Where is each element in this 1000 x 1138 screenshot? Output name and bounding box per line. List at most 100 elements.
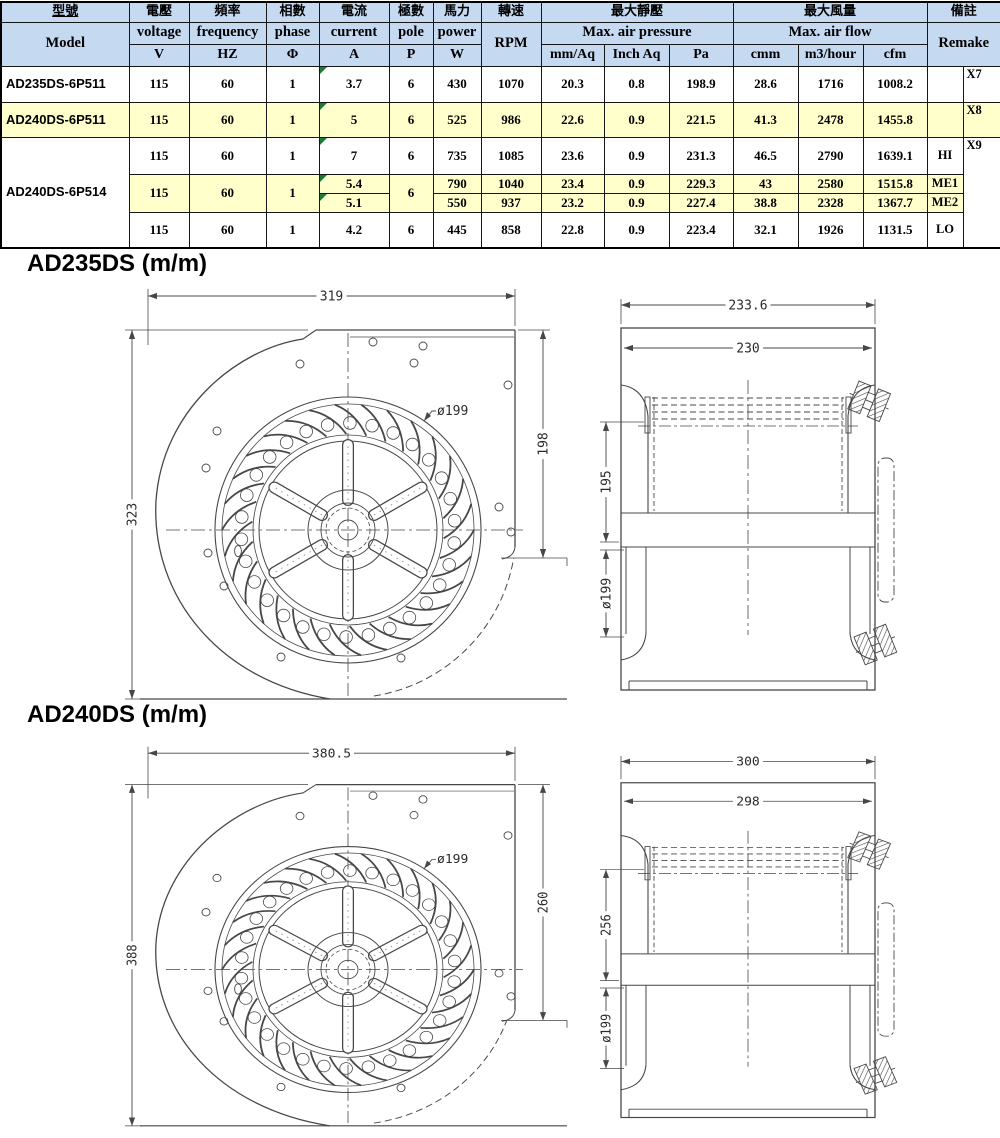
spec-cell-comment: 3.7: [318, 65, 390, 103]
spec-cell: 2580: [797, 173, 864, 194]
h-voltage-en: voltage: [128, 21, 190, 45]
spec-cell: 1716: [797, 65, 864, 103]
spec-cell: 38.8: [732, 192, 799, 213]
spec-cell-comment: 5.1: [318, 192, 390, 213]
spec-cell: 1639.1: [862, 136, 928, 175]
h-power-en: power: [432, 21, 482, 45]
spec-cell: 6: [388, 65, 434, 103]
h-remark-en: Remake: [926, 21, 1000, 67]
h-pole-en: pole: [388, 21, 434, 45]
spec-cell: 0.9: [603, 101, 670, 138]
spec-cell: 2478: [797, 101, 864, 138]
spec-cell: 231.3: [668, 136, 734, 175]
spec-cell: 23.6: [540, 136, 605, 175]
spec-cell: AD235DS-6P511: [0, 65, 130, 103]
h-current-unit: A: [318, 43, 390, 67]
spec-cell: 1455.8: [862, 101, 928, 138]
spec-cell: 60: [188, 173, 267, 213]
spec-cell: 790: [432, 173, 482, 194]
spec-cell: 60: [188, 65, 267, 103]
spec-cell-comment: 5: [318, 101, 390, 138]
section-title-ad235ds: AD235DS (m/m): [27, 250, 208, 277]
spec-row-ad240ds-6p514-hi: AD240DS-6P514 115 60 1 7 6 735 1085 23.6…: [0, 136, 1000, 249]
spec-cell: 4.2: [318, 211, 390, 249]
spec-cell: 0.8: [603, 65, 670, 103]
h-frequency-cn: 頻率: [188, 1, 267, 23]
h-power-cn: 馬力: [432, 1, 482, 23]
spec-cell: 1: [265, 65, 320, 103]
spec-cell: 1: [265, 211, 320, 249]
spec-cell: 229.3: [668, 173, 734, 194]
spec-cell: 6: [388, 136, 434, 175]
h-pa-unit: Pa: [668, 43, 734, 67]
spec-cell: 1008.2: [862, 65, 928, 103]
spec-cell: 46.5: [732, 136, 799, 175]
spec-cell: [926, 101, 964, 138]
h-flow-cn: 最大風量: [732, 1, 928, 23]
spec-cell: 858: [480, 211, 542, 249]
svg-text:260: 260: [535, 892, 551, 914]
h-rpm-en: RPM: [480, 21, 542, 67]
h-current-cn: 電流: [318, 1, 390, 23]
spec-cell: 23.2: [540, 192, 605, 213]
h-voltage-cn: 電壓: [128, 1, 190, 23]
spec-cell-model-span: AD240DS-6P514: [0, 136, 130, 249]
h-pole-unit: P: [388, 43, 434, 67]
spec-cell: 1: [265, 101, 320, 138]
h-pressure-en: Max. air pressure: [540, 21, 734, 45]
svg-text:230: 230: [736, 342, 759, 357]
h-frequency-unit: HZ: [188, 43, 267, 67]
spec-row-ad240ds-6p514-lo: 115 60 1 4.2 6 445 858 22.8 0.9 223.4 32…: [1, 211, 1000, 249]
spec-cell: 223.4: [668, 211, 734, 249]
spec-cell: 1: [265, 136, 320, 175]
spec-cell: 60: [188, 211, 267, 249]
spec-cell: 2328: [797, 192, 864, 213]
spec-cell: 41.3: [732, 101, 799, 138]
spec-cell: 937: [480, 192, 542, 213]
spec-cell: 1: [265, 173, 320, 213]
spec-cell: 6: [388, 173, 434, 213]
h-voltage-unit: V: [128, 43, 190, 67]
spec-cell: 221.5: [668, 101, 734, 138]
spec-cell: 60: [188, 101, 267, 138]
svg-text:323: 323: [126, 503, 141, 526]
spec-cell: 22.8: [540, 211, 605, 249]
spec-table: 型號 電壓 頻率 相數 電流 極數 馬力 轉速 最大靜壓 最大風量 備註 Mod…: [0, 1, 1000, 249]
spec-cell: 20.3: [540, 65, 605, 103]
spec-cell: 28.6: [732, 65, 799, 103]
header-row-en: Model voltage frequency phase current po…: [0, 21, 1000, 67]
h-mmaq-unit: mm/Aq: [540, 43, 605, 67]
svg-text:195: 195: [600, 470, 615, 493]
spec-cell: 115: [128, 101, 190, 138]
spec-cell: 198.9: [668, 65, 734, 103]
spec-row-ad235ds-6p511: AD235DS-6P511 115 60 1 3.7 6 430 1070 20…: [0, 65, 1000, 103]
spec-cell: 32.1: [732, 211, 799, 249]
svg-text:ø199: ø199: [437, 404, 468, 419]
spec-cell-tag-span: X9: [962, 136, 1000, 249]
spec-cell: 2790: [797, 136, 864, 175]
spec-cell: 1070: [480, 65, 542, 103]
spec-cell: 115: [128, 65, 190, 103]
h-phase-cn: 相數: [265, 1, 320, 23]
spec-cell: 115: [128, 136, 190, 175]
spec-cell: ME2: [926, 192, 964, 213]
header-row-units: V HZ Φ A P W mm/Aq Inch Aq Pa cmm m3/hou…: [1, 43, 1000, 67]
spec-cell: 6: [388, 211, 434, 249]
header-row-cn: 型號 電壓 頻率 相數 電流 極數 馬力 轉速 最大靜壓 最大風量 備註: [0, 1, 1000, 23]
spec-cell: 0.9: [603, 136, 670, 175]
h-phase-unit: Φ: [265, 43, 320, 67]
svg-text:300: 300: [736, 754, 759, 768]
spec-cell: 43: [732, 173, 799, 194]
spec-cell: 1040: [480, 173, 542, 194]
spec-cell: 6: [388, 101, 434, 138]
h-cfm-unit: cfm: [862, 43, 928, 67]
spec-cell: 550: [432, 192, 482, 213]
h-frequency-en: frequency: [188, 21, 267, 45]
svg-text:298: 298: [736, 794, 759, 808]
spec-cell: 22.6: [540, 101, 605, 138]
h-flow-en: Max. air flow: [732, 21, 928, 45]
h-power-unit: W: [432, 43, 482, 67]
svg-text:ø199: ø199: [598, 1014, 614, 1043]
